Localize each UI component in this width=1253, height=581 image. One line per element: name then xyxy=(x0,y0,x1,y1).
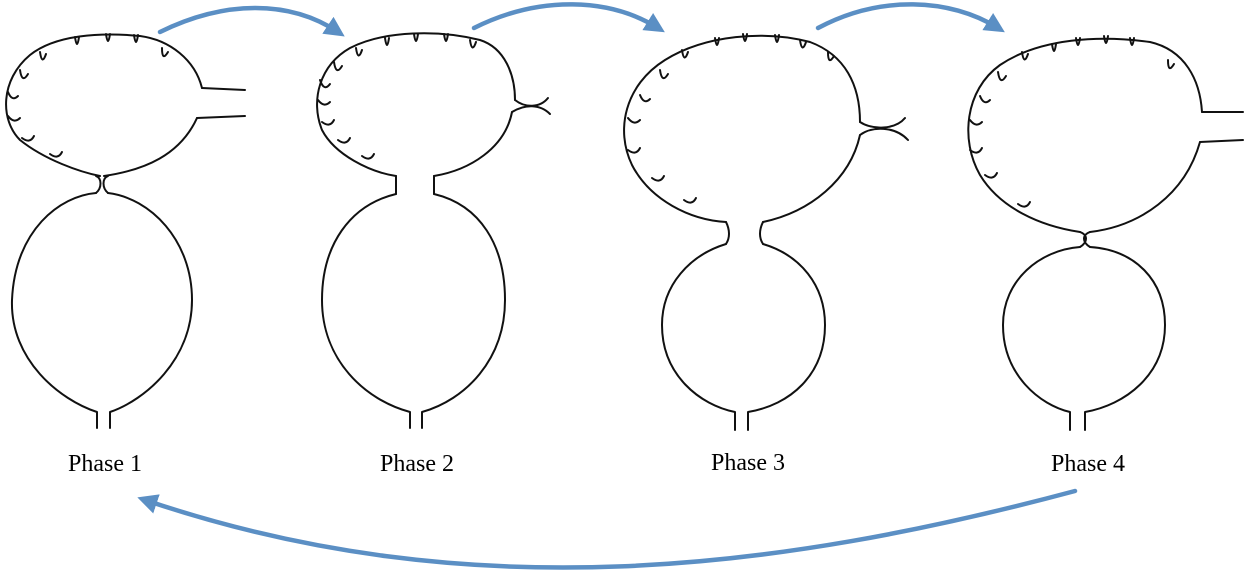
phase-3-valve-right xyxy=(859,117,909,141)
arrow-phase-3-to-4 xyxy=(815,2,1005,33)
phase-4-lower-chamber-right xyxy=(1084,246,1166,431)
phase-1-valve xyxy=(95,175,109,194)
phase-2-upper-chamber-bottom xyxy=(433,111,513,177)
cycle-arrows xyxy=(137,2,1078,570)
phase-1-label: Phase 1 xyxy=(68,451,142,477)
phase-3-neck-left xyxy=(725,221,730,245)
phase-3-neck-right xyxy=(759,221,764,245)
phase-4-upper-chamber xyxy=(967,37,1203,233)
arrow-phase-4-to-1 xyxy=(137,488,1078,570)
arrow-phase-1-to-2 xyxy=(157,5,345,37)
phase-3-figure xyxy=(623,33,909,431)
phase-3-upper-chamber-bottom xyxy=(762,134,861,223)
phase-3-lower-chamber xyxy=(661,243,736,431)
phase-4-figure xyxy=(967,35,1244,431)
phase-1-lower-chamber xyxy=(10,192,98,429)
phase-1-outlet-bottom xyxy=(196,115,246,119)
phase-4-teeth xyxy=(969,35,1175,208)
phase-4-outlet-bottom xyxy=(1199,139,1244,143)
phase-4-upper-chamber-bottom xyxy=(1089,141,1201,233)
phase-2-upper-chamber xyxy=(316,32,516,177)
phase-2-label: Phase 2 xyxy=(380,451,454,477)
phase-3-lower-chamber-right xyxy=(747,243,826,431)
phase-1-upper-chamber xyxy=(5,33,203,177)
phase-3-teeth xyxy=(627,33,835,204)
phase-1-figure xyxy=(5,33,246,429)
phase-4-valve xyxy=(1079,231,1091,248)
phase-1-lower-chamber-right xyxy=(107,192,193,429)
phase-1-outlet-top xyxy=(201,87,246,91)
phase-4-label: Phase 4 xyxy=(1051,451,1125,477)
phase-2-teeth xyxy=(317,33,477,160)
phase-1-upper-chamber-bottom xyxy=(103,117,198,177)
phase-3-label: Phase 3 xyxy=(711,450,785,476)
phase-2-lower-chamber xyxy=(321,193,411,429)
phase-2-valve-right xyxy=(511,97,551,115)
phase-2-lower-chamber-right xyxy=(421,193,506,429)
phase-1-teeth xyxy=(7,33,169,158)
phase-3-upper-chamber xyxy=(623,34,861,223)
phase-4-lower-chamber xyxy=(1002,246,1081,431)
phase-2-figure xyxy=(316,32,551,429)
arrow-phase-2-to-3 xyxy=(471,2,665,33)
